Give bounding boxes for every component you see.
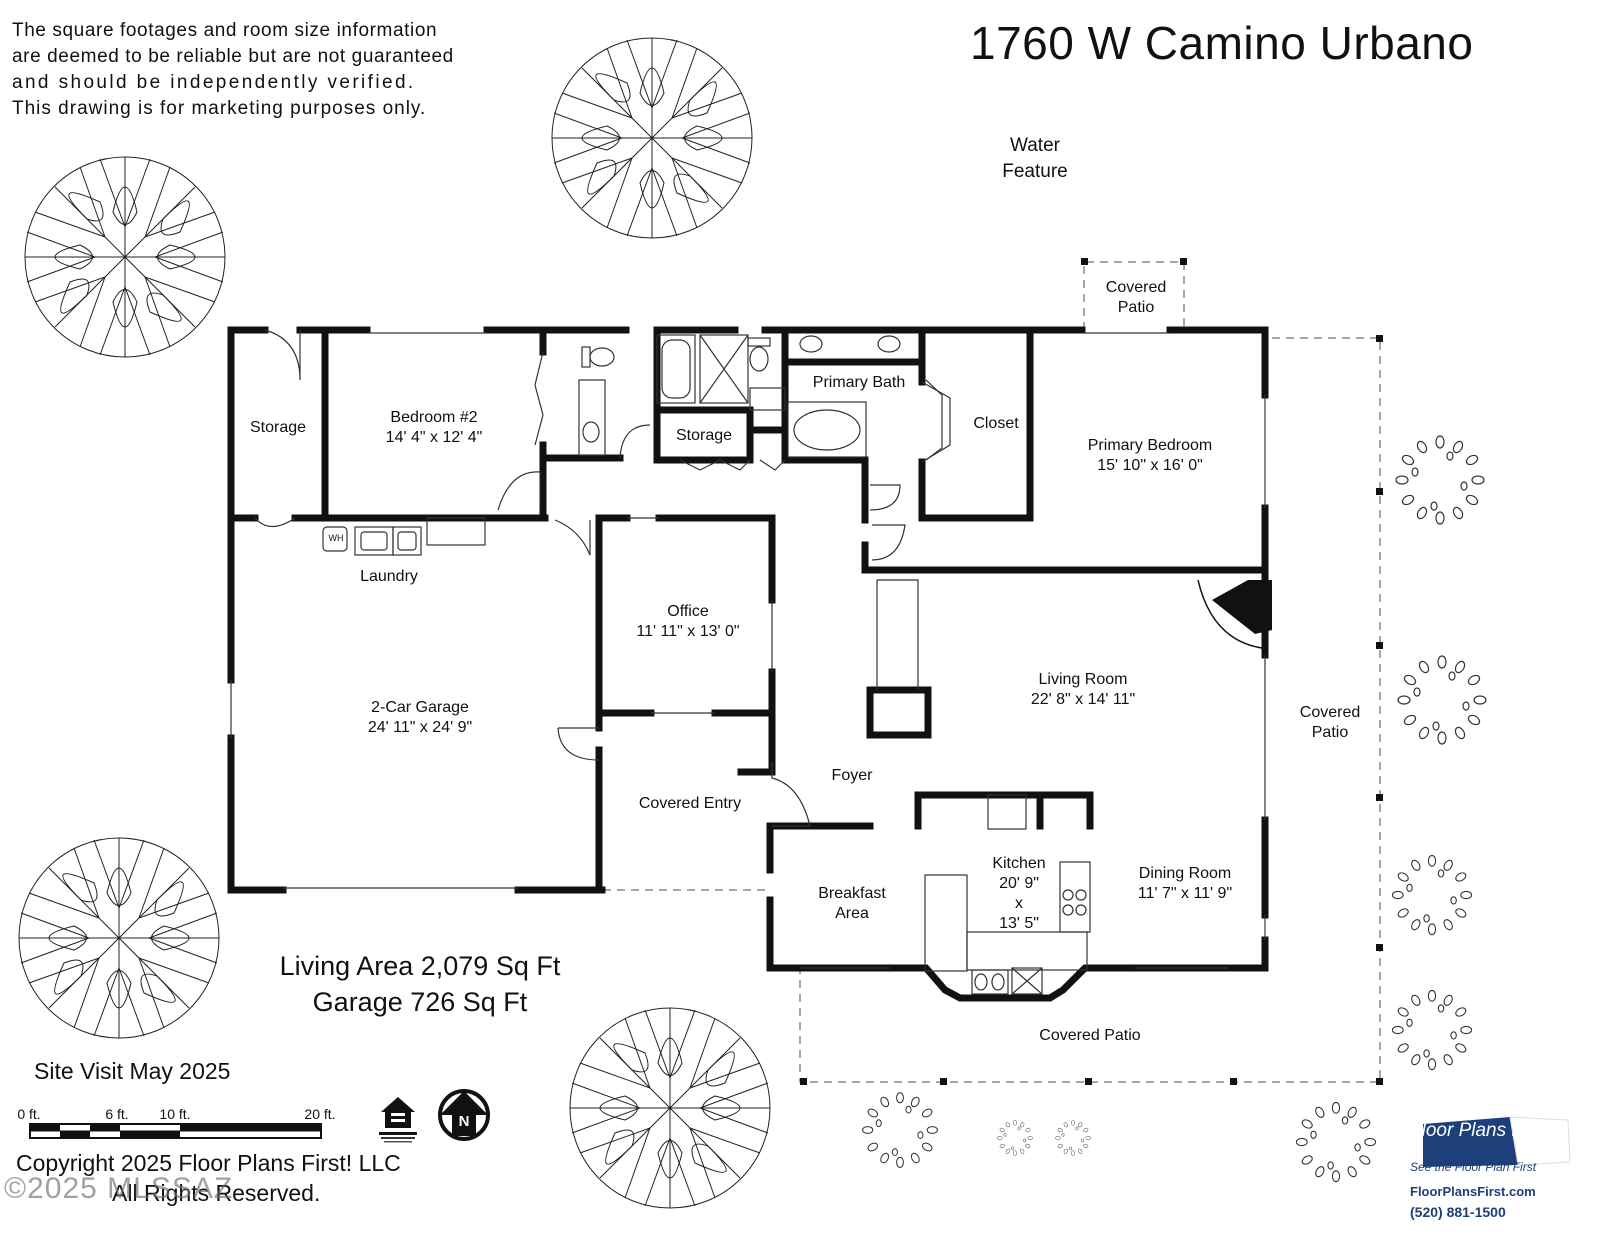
label-line: Water xyxy=(1010,135,1060,156)
room-name: 2-Car Garage xyxy=(371,699,469,716)
primary-bedroom-label: Primary Bedroom 15' 10" x 16' 0" xyxy=(1088,436,1212,476)
dining-room-label: Dining Room 11' 7" x 11' 9" xyxy=(1138,864,1232,904)
brand-tagline: See the Floor Plan First xyxy=(1410,1160,1537,1174)
disclaimer: The square footages and room size inform… xyxy=(12,18,492,122)
covered-entry-label: Covered Entry xyxy=(638,795,742,812)
room-name: Bedroom #2 xyxy=(390,409,478,426)
scale-label: 10 ft. xyxy=(159,1106,191,1122)
label-line: Covered xyxy=(1299,704,1361,721)
kitchen-label: Kitchen 20' 9" x 13' 5" xyxy=(992,854,1045,934)
breakfast-area-label: Breakfast Area xyxy=(818,884,886,924)
room-size: 15' 10" x 16' 0" xyxy=(1097,457,1203,474)
shrub-icon xyxy=(862,1092,938,1168)
room-size: 24' 11" x 24' 9" xyxy=(367,719,473,736)
label-line: Area xyxy=(835,905,869,922)
water-heater-icon xyxy=(322,526,348,552)
property-address: 1760 W Camino Urbano xyxy=(970,17,1474,69)
water-heater-label: WH xyxy=(328,533,344,543)
room-size: 13' 5" xyxy=(999,915,1039,932)
disclaimer-line: The square footages and room size inform… xyxy=(12,20,438,41)
shrub-icon xyxy=(1055,1120,1091,1156)
water-feature-label: Water Feature xyxy=(1002,133,1067,185)
copyright: Copyright 2025 Floor Plans First! LLC Al… xyxy=(16,1148,401,1208)
brand-phone: (520) 881-1500 xyxy=(1410,1204,1506,1220)
north-arrow-icon xyxy=(438,1089,490,1141)
disclaimer-line: are deemed to be reliable but are not gu… xyxy=(12,46,454,67)
scale-label: 20 ft. xyxy=(304,1106,336,1122)
covered-patio-bottom-label: Covered Patio xyxy=(1039,1027,1141,1044)
disclaimer-line: and should be independently verified. xyxy=(12,72,416,93)
shrub-icon xyxy=(1395,435,1485,525)
label-line: Feature xyxy=(1002,161,1068,182)
room-name: Dining Room xyxy=(1138,865,1232,882)
copyright-line: Copyright 2025 Floor Plans First! LLC xyxy=(16,1150,401,1176)
scale-bar xyxy=(29,1123,322,1139)
shrub-icon xyxy=(1391,854,1473,936)
tree-icon xyxy=(18,837,220,1039)
label-line: Breakfast xyxy=(818,885,886,902)
disclaimer-line: This drawing is for marketing purposes o… xyxy=(12,98,427,119)
copyright-line: All Rights Reserved. xyxy=(112,1180,321,1206)
room-size: 22' 8" x 14' 11" xyxy=(1030,691,1136,708)
shrub-icon xyxy=(1295,1101,1377,1183)
storage-center-label: Storage xyxy=(675,427,733,444)
room-size: 20' 9" xyxy=(999,875,1039,892)
covered-patio-right-label: Covered Patio xyxy=(1300,703,1360,743)
room-size: x xyxy=(1015,895,1023,912)
laundry-label: Laundry xyxy=(360,568,418,585)
scale-label: 6 ft. xyxy=(105,1106,129,1122)
tree-icon xyxy=(569,1007,771,1209)
primary-bath-label: Primary Bath xyxy=(812,374,906,391)
shrub-icon xyxy=(1397,655,1487,745)
office-label: Office 11' 11" x 13' 0" xyxy=(636,602,739,642)
living-room-label: Living Room 22' 8" x 14' 11" xyxy=(1031,670,1135,710)
room-name: Kitchen xyxy=(992,855,1046,872)
shrub-icon xyxy=(1391,989,1473,1071)
living-area-total: Living Area 2,079 Sq Ft xyxy=(279,951,561,981)
garage-label: 2-Car Garage 24' 11" x 24' 9" xyxy=(368,698,472,738)
brand-name: Floor Plans First! xyxy=(1410,1120,1554,1141)
brand-logo xyxy=(1423,1116,1571,1167)
watermark: ©2025 MLSSAZ xyxy=(4,1172,234,1205)
area-totals: Living Area 2,079 Sq Ft Garage 726 Sq Ft xyxy=(280,948,561,1020)
shrub-icon xyxy=(997,1120,1033,1156)
room-name: Office xyxy=(667,603,709,620)
label-line: Patio xyxy=(1117,299,1155,316)
tree-icon xyxy=(551,37,753,239)
scale-label: 0 ft. xyxy=(17,1106,41,1122)
label-line: Covered xyxy=(1105,279,1167,296)
room-size: 14' 4" x 12' 4" xyxy=(385,429,483,446)
equal-housing-icon xyxy=(379,1090,417,1143)
room-name: Living Room xyxy=(1038,671,1128,688)
label-line: Patio xyxy=(1311,724,1349,741)
foyer-label: Foyer xyxy=(831,767,873,784)
closet-label: Closet xyxy=(973,415,1019,432)
room-size: 11' 11" x 13' 0" xyxy=(636,623,740,640)
covered-patio-top-label: Covered Patio xyxy=(1106,278,1166,318)
garage-area-total: Garage 726 Sq Ft xyxy=(312,987,528,1017)
bedroom2-label: Bedroom #2 14' 4" x 12' 4" xyxy=(386,408,483,448)
storage-left-label: Storage xyxy=(249,419,307,436)
room-size: 11' 7" x 11' 9" xyxy=(1137,885,1233,902)
brand-website[interactable]: FloorPlansFirst.com xyxy=(1410,1184,1536,1199)
tree-icon xyxy=(24,156,226,358)
room-name: Primary Bedroom xyxy=(1087,437,1213,454)
site-visit: Site Visit May 2025 xyxy=(34,1058,231,1084)
north-letter: N xyxy=(458,1113,470,1130)
fireplace xyxy=(1212,580,1272,634)
